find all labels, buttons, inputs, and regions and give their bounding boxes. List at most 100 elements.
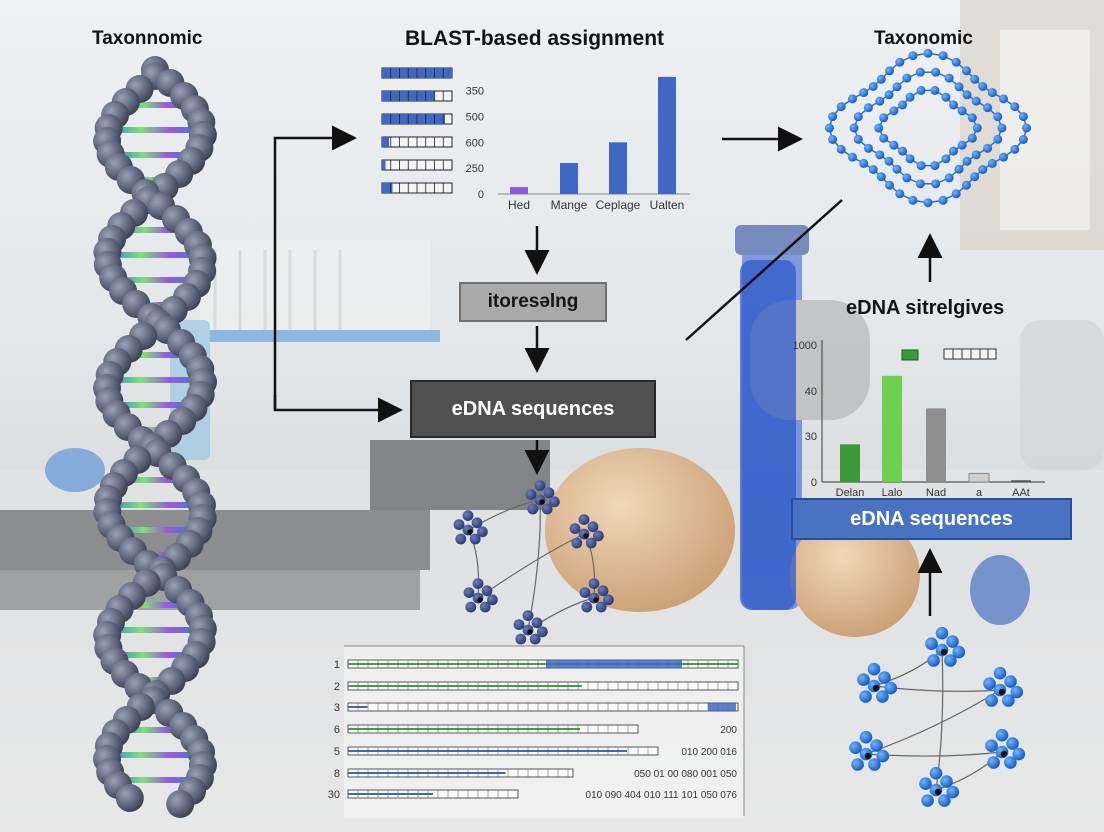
y-tick-label: 1000 xyxy=(793,340,817,352)
network-node xyxy=(931,179,941,189)
network-node xyxy=(879,113,889,123)
atom-dark xyxy=(539,499,545,505)
atom xyxy=(527,503,539,515)
network-node xyxy=(1022,123,1032,133)
atom xyxy=(1004,756,1017,769)
progress-fill xyxy=(382,137,389,147)
network-node xyxy=(948,146,958,156)
atom xyxy=(944,654,957,667)
network-node xyxy=(889,140,899,150)
atom xyxy=(587,521,599,533)
atom xyxy=(919,777,932,790)
atom-dark xyxy=(872,684,880,692)
title-taxonomic: Taxonomic xyxy=(874,28,973,49)
atom xyxy=(537,626,548,638)
base-pair-rung xyxy=(114,527,196,533)
x-category-label: AAt xyxy=(1012,487,1030,499)
network-node xyxy=(905,92,915,102)
network-node xyxy=(987,88,997,98)
edna-sequences-box-center: eDNA sequences xyxy=(410,380,656,438)
row-number: 3 xyxy=(334,702,340,714)
atom xyxy=(876,749,890,763)
network-node xyxy=(1018,134,1028,144)
atom xyxy=(525,489,537,500)
network-node xyxy=(895,57,905,67)
network-node xyxy=(876,172,886,182)
bond xyxy=(935,751,1003,791)
atom xyxy=(851,758,864,771)
base-pair-rung xyxy=(107,627,203,633)
atom xyxy=(867,662,881,676)
sequence-fill xyxy=(348,750,627,752)
bar-ualten xyxy=(658,76,676,194)
processing-box: itoresǝlng xyxy=(459,282,607,322)
network-node xyxy=(863,143,873,153)
network-node xyxy=(895,189,905,199)
y-tick-label: 350 xyxy=(466,86,484,98)
network-node xyxy=(930,161,940,171)
network-node xyxy=(875,96,885,106)
y-tick-label: 30 xyxy=(805,431,817,443)
y-tick-label: 500 xyxy=(466,112,484,124)
atom xyxy=(1010,685,1024,699)
atom xyxy=(952,645,966,659)
network-node xyxy=(863,103,873,113)
x-category-label: Nad xyxy=(926,487,946,499)
row-values: 010 200 016 xyxy=(681,747,737,758)
atom-dark xyxy=(864,752,872,760)
atom xyxy=(579,587,591,598)
atom xyxy=(522,610,534,621)
atom xyxy=(940,775,953,788)
network-node xyxy=(999,94,1009,104)
row-values: 050 01 00 080 001 050 xyxy=(634,769,737,780)
network-node xyxy=(875,150,885,160)
title-blast-assignment: BLAST-based assignment xyxy=(405,27,665,50)
network-node xyxy=(983,103,993,113)
network-node xyxy=(954,164,964,174)
atom xyxy=(569,523,581,534)
atom xyxy=(927,654,940,667)
atom xyxy=(588,578,600,589)
network-node xyxy=(972,123,982,133)
atom xyxy=(471,517,483,529)
atom xyxy=(603,594,614,606)
network-node xyxy=(967,133,977,143)
atom xyxy=(477,526,488,538)
atom xyxy=(985,739,998,752)
atom-dark xyxy=(1000,750,1008,758)
network-node xyxy=(944,73,954,83)
atom xyxy=(946,785,960,799)
atom xyxy=(571,537,583,549)
atom xyxy=(993,666,1007,680)
network-node xyxy=(898,146,908,156)
network-node xyxy=(954,82,964,92)
atom xyxy=(529,633,541,645)
atom xyxy=(481,585,493,597)
network-node xyxy=(999,152,1009,162)
sequence-fill xyxy=(348,793,433,795)
atom xyxy=(585,537,597,549)
bar-cap-marker xyxy=(901,349,919,361)
atom xyxy=(549,496,560,508)
network-node xyxy=(971,150,981,160)
network-node xyxy=(944,173,954,183)
atom xyxy=(597,585,609,597)
atom xyxy=(472,578,484,589)
bar-ceplage xyxy=(609,142,627,194)
arrow-helix-to-edna xyxy=(273,395,403,423)
network-node xyxy=(892,164,902,174)
edna-sequences-box-right: eDNA sequences xyxy=(791,498,1072,540)
sequence-track xyxy=(347,702,739,712)
network-node xyxy=(847,152,857,162)
network-node xyxy=(879,133,889,143)
network-node xyxy=(916,161,926,171)
network-node xyxy=(941,154,951,164)
network-node xyxy=(930,85,940,95)
network-node xyxy=(951,57,961,67)
network-node xyxy=(884,156,894,166)
atom xyxy=(1012,747,1026,761)
network-node xyxy=(859,158,869,168)
base-pair-rung xyxy=(114,652,196,658)
row-number: 6 xyxy=(334,724,340,736)
